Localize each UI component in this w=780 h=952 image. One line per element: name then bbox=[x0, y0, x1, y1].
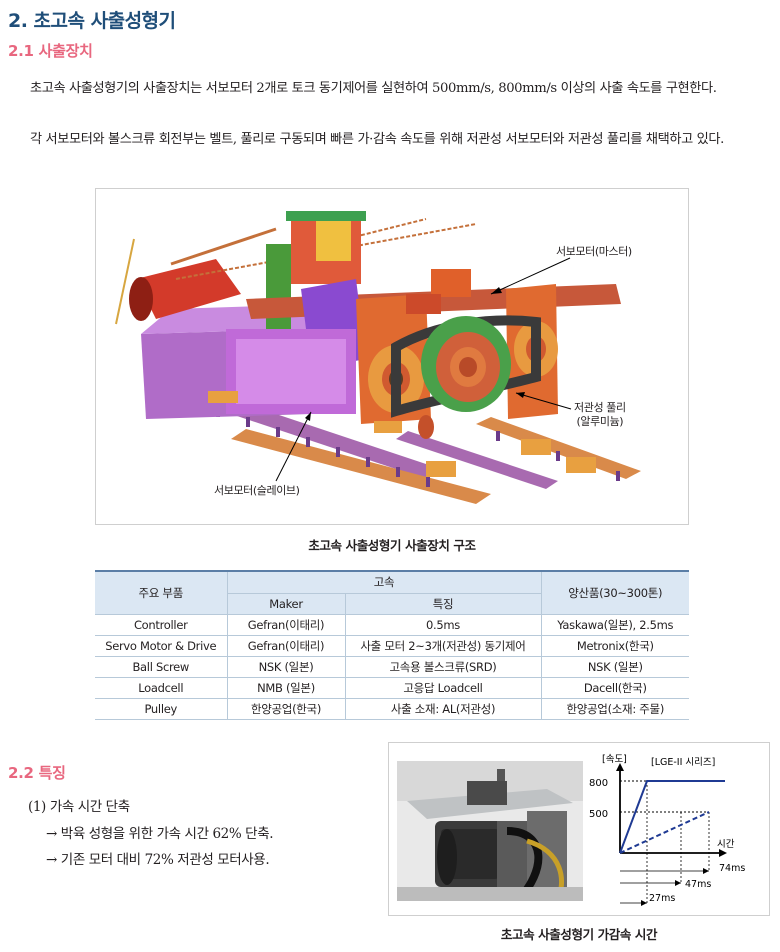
callout-lines bbox=[275, 257, 572, 482]
th-part: 주요 부품 bbox=[95, 570, 228, 615]
th-high-speed: 고속 bbox=[226, 570, 542, 594]
table-row: Controller Gefran(이태리) 0.5ms Yaskawa(일본)… bbox=[95, 613, 689, 636]
label-pulley-line1: 저관성 풀리 bbox=[574, 401, 626, 414]
th-maker: Maker bbox=[227, 592, 346, 615]
cell-mass: Metronix(한국) bbox=[540, 634, 689, 657]
chart-ylabel: [속도] bbox=[602, 754, 627, 765]
label-servo-master: 서보모터(마스터) bbox=[556, 245, 632, 258]
cell-part: Controller bbox=[95, 613, 228, 636]
cell-feature: 고응답 Loadcell bbox=[344, 676, 542, 699]
time-label-47: 47ms bbox=[685, 879, 711, 890]
cell-part: Servo Motor & Drive bbox=[95, 634, 228, 657]
cell-part: Loadcell bbox=[95, 676, 228, 699]
ytick-800: 800 bbox=[589, 778, 608, 789]
cell-feature: 고속용 볼스크류(SRD) bbox=[344, 655, 542, 678]
cell-feature: 0.5ms bbox=[344, 613, 542, 636]
cell-part: Pulley bbox=[95, 697, 228, 720]
th-feature: 특징 bbox=[344, 592, 541, 615]
component-table: 주요 부품 고속 양산품(30~300톤) Maker 특징 Controlle… bbox=[95, 570, 689, 720]
ytick-500: 500 bbox=[589, 809, 608, 820]
time-label-74: 74ms bbox=[719, 863, 745, 874]
cell-part: Ball Screw bbox=[95, 655, 228, 678]
table-row: Servo Motor & Drive Gefran(이태리) 사출 모터 2~… bbox=[95, 634, 689, 657]
figure1-caption: 초고속 사출성형기 사출장치 구조 bbox=[308, 538, 476, 553]
cell-mass: Yaskawa(일본), 2.5ms bbox=[540, 613, 689, 636]
subsection-title-features: 2.2 특징 bbox=[8, 764, 66, 782]
series-slow-line bbox=[619, 811, 710, 854]
table-row: Ball Screw NSK (일본) 고속용 볼스크류(SRD) NSK (일… bbox=[95, 655, 689, 678]
section-title: 2. 초고속 사출성형기 bbox=[8, 10, 176, 32]
injection-unit-drawing bbox=[115, 211, 641, 504]
paragraph-2: 각 서보모터와 볼스크류 회전부는 벨트, 풀리로 구동되며 빠른 가·감속 속… bbox=[30, 132, 724, 147]
cell-maker: Gefran(이태리) bbox=[226, 634, 346, 657]
feature-point-2: → 기존 모터 대비 72% 저관성 모터사용. bbox=[46, 852, 270, 868]
accel-chart: [속도] [LGE-II 시리즈] 800 500 시간 74ms 47ms 2… bbox=[589, 754, 745, 906]
cell-maker: 한양공업(한국) bbox=[226, 697, 346, 720]
injection-unit-figure: 서보모터(마스터) 저관성 풀리 (알루미늄) 서보모터(슬레이브) bbox=[95, 188, 689, 525]
cell-maker: NMB (일본) bbox=[226, 676, 346, 699]
cell-maker: NSK (일본) bbox=[226, 655, 346, 678]
label-pulley-line2: (알루미늄) bbox=[576, 415, 624, 428]
table-row: Pulley 한양공업(한국) 사출 소재: AL(저관성) 한양공업(소재: … bbox=[95, 697, 689, 720]
cell-feature: 사출 모터 2~3개(저관성) 동기제어 bbox=[344, 634, 542, 657]
feature-item: (1) 가속 시간 단축 bbox=[28, 799, 130, 815]
feature-point-1: → 박육 성형을 위한 가속 시간 62% 단축. bbox=[46, 826, 274, 842]
subsection-title-injection: 2.1 사출장치 bbox=[8, 42, 93, 60]
accel-figure: [속도] [LGE-II 시리즈] 800 500 시간 74ms 47ms 2… bbox=[388, 742, 770, 916]
cell-maker: Gefran(이태리) bbox=[226, 613, 346, 636]
th-mass-production: 양산품(30~300톤) bbox=[540, 570, 689, 615]
chart-xlabel: 시간 bbox=[717, 839, 735, 850]
cell-mass: Dacell(한국) bbox=[540, 676, 689, 699]
time-label-27: 27ms bbox=[649, 893, 675, 904]
cell-feature: 사출 소재: AL(저관성) bbox=[344, 697, 542, 720]
table-row: Loadcell NMB (일본) 고응답 Loadcell Dacell(한국… bbox=[95, 676, 689, 699]
cell-mass: 한양공업(소재: 주물) bbox=[540, 697, 689, 720]
chart-title: [LGE-II 시리즈] bbox=[651, 757, 715, 768]
paragraph-1: 초고속 사출성형기의 사출장치는 서보모터 2개로 토크 동기제어를 실현하여 … bbox=[30, 81, 717, 96]
series-fast-line bbox=[619, 780, 725, 854]
cell-mass: NSK (일본) bbox=[540, 655, 689, 678]
servo-motor-photo bbox=[397, 761, 583, 901]
figure2-caption: 초고속 사출성형기 가감속 시간 bbox=[500, 927, 658, 942]
red-motor bbox=[136, 259, 241, 319]
label-servo-slave: 서보모터(슬레이브) bbox=[214, 484, 300, 497]
label-pulley: 저관성 풀리 (알루미늄) bbox=[574, 401, 626, 429]
